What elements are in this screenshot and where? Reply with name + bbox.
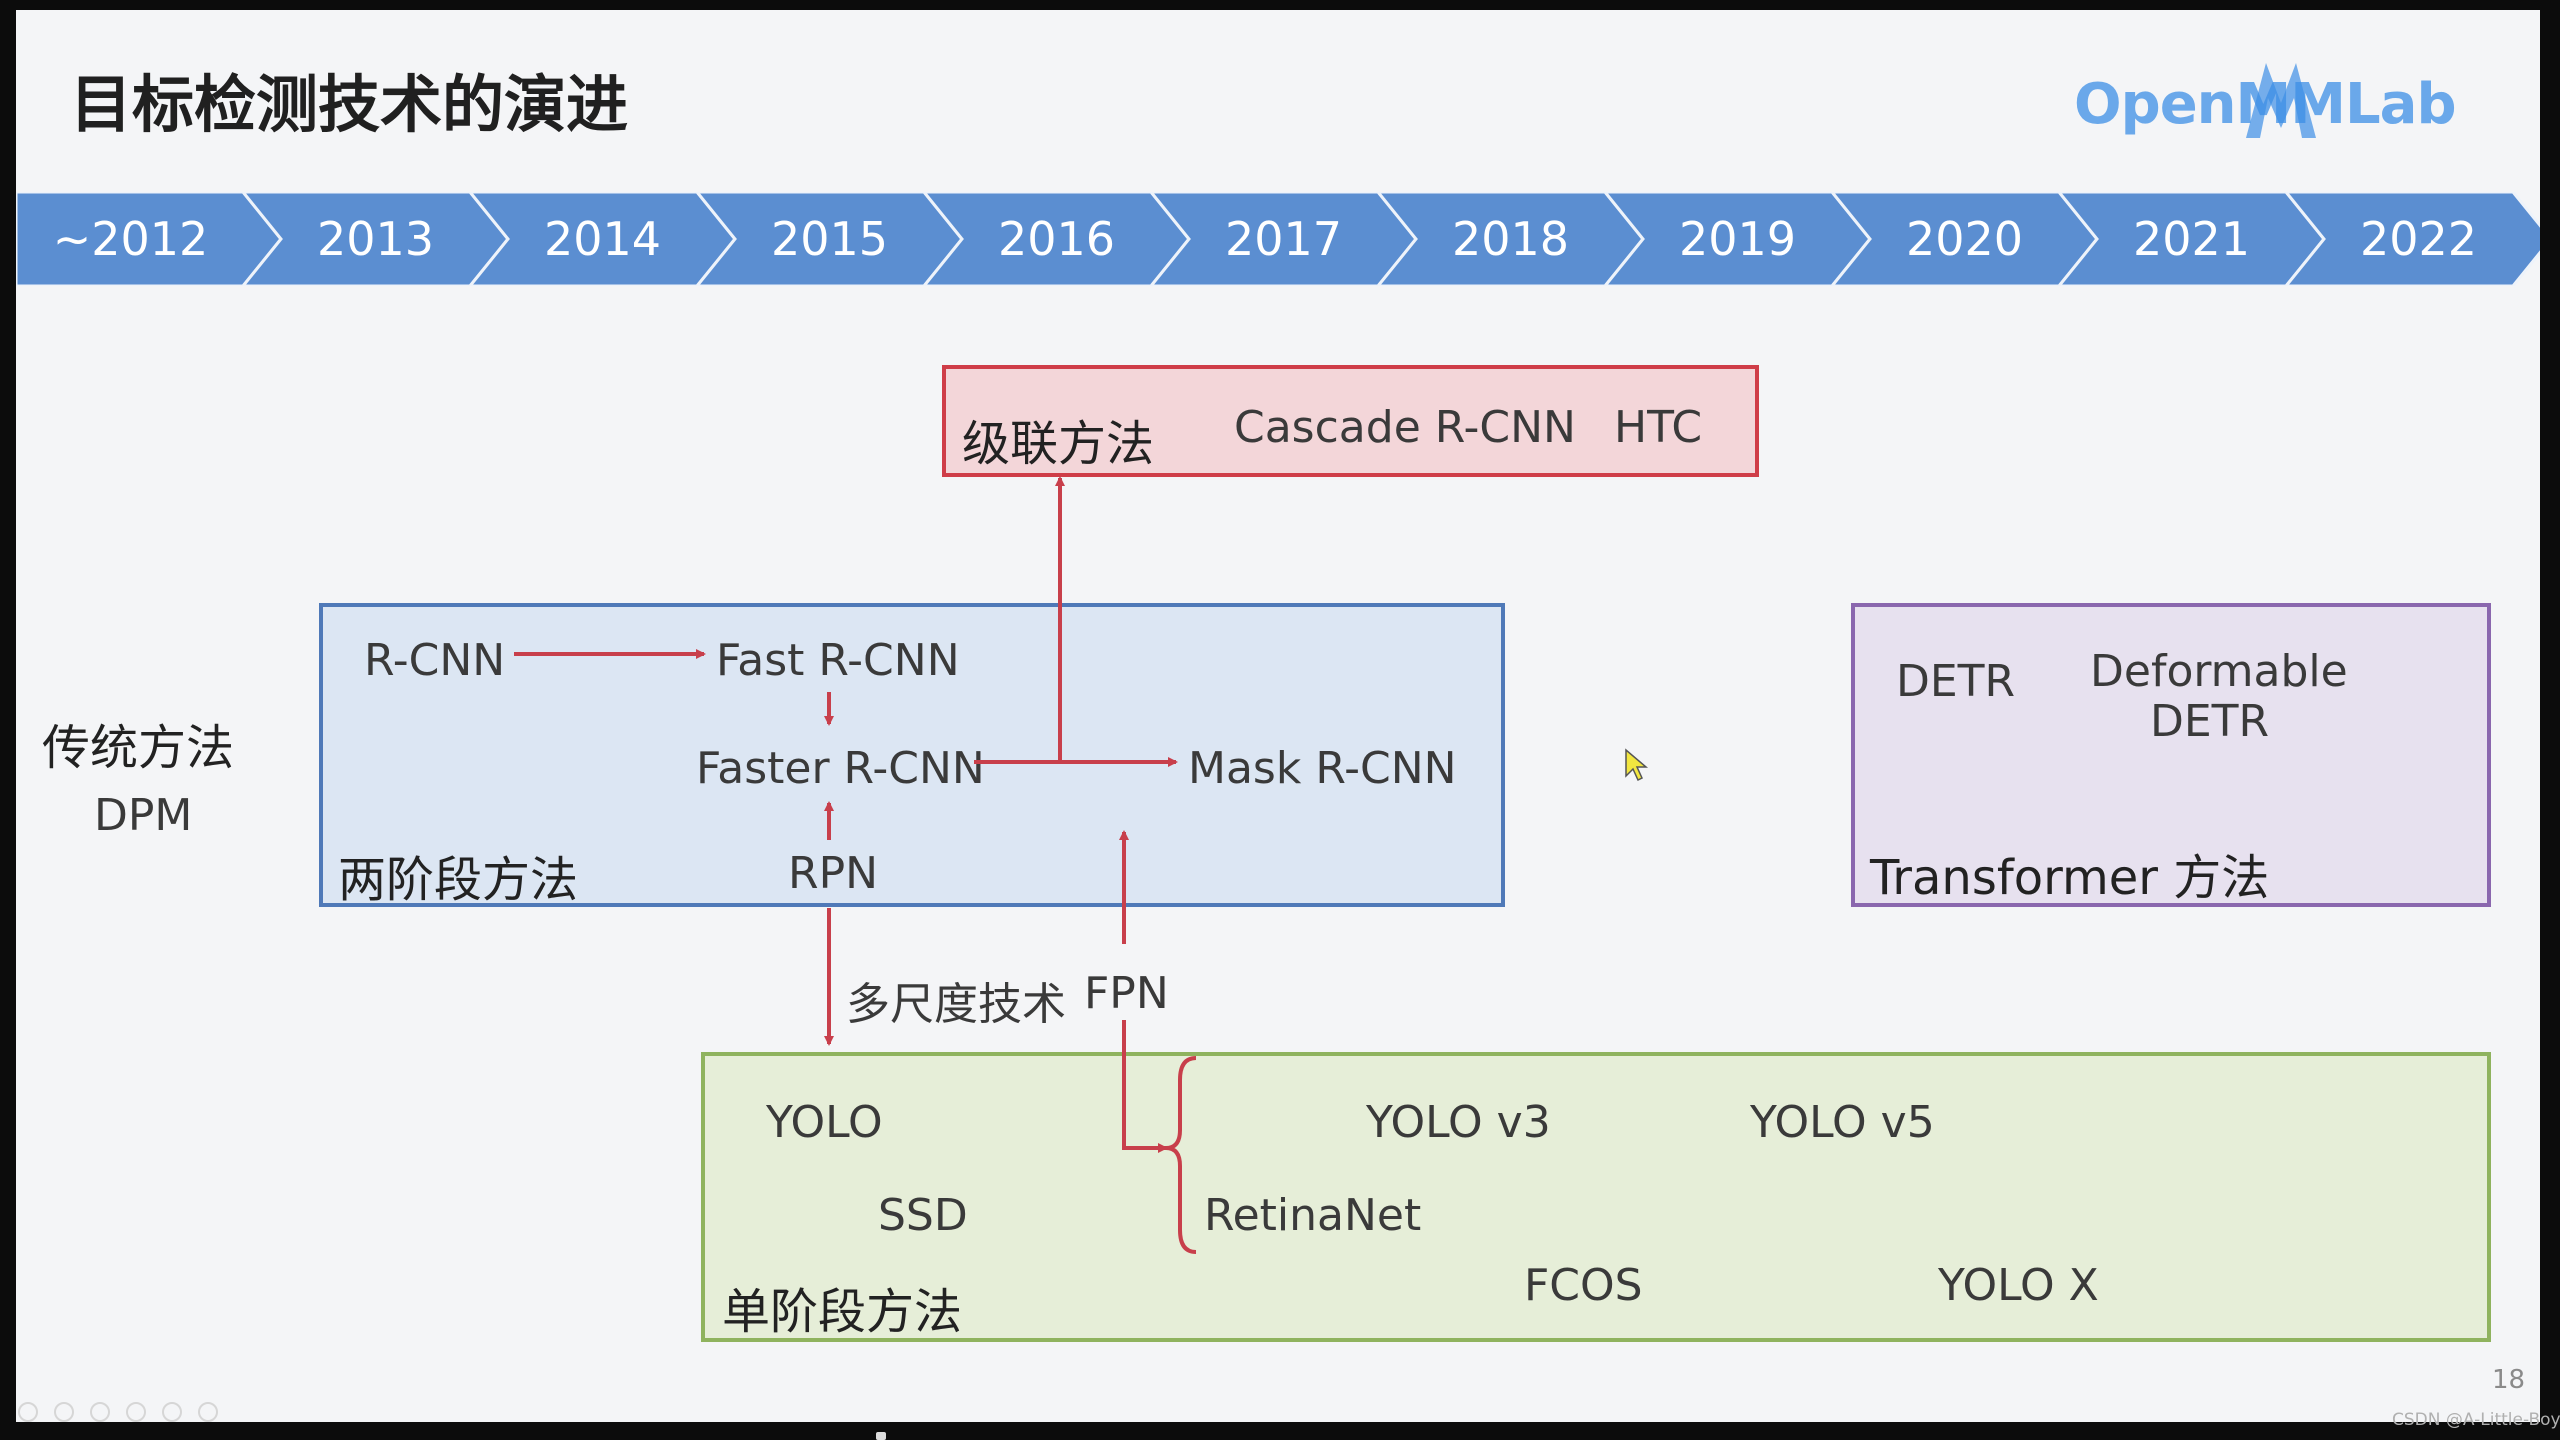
timeline-chevron: [695, 192, 964, 286]
timeline-year: 2018: [1452, 212, 1569, 266]
method-fcos: FCOS: [1524, 1260, 1643, 1311]
page-number: 18: [2492, 1365, 2526, 1395]
method-yolo-x: YOLO X: [1938, 1260, 2099, 1311]
timeline-year: 2013: [317, 212, 434, 266]
transformer-methods-box: [1851, 603, 2491, 907]
one-stage-methods-box: [701, 1052, 2491, 1342]
method-retinanet: RetinaNet: [1204, 1190, 1422, 1241]
timeline-year: 2016: [998, 212, 1115, 266]
method-htc: HTC: [1614, 402, 1703, 453]
timeline-year: 2014: [544, 212, 661, 266]
cascade-methods-box: [942, 365, 1759, 477]
timeline-chevron: [1603, 192, 1872, 286]
transformer-methods-label: Transformer 方法: [1870, 850, 2270, 906]
timeline-chevron: [241, 192, 510, 286]
timeline-chevron: [1149, 192, 1418, 286]
method-deformable-detr-line1: Deformable: [2090, 646, 2348, 697]
slide: 目标检测技术的演进 OpenMMLab ~2012 2013 2014 2015 201…: [16, 10, 2540, 1422]
method-fast-rcnn: Fast R-CNN: [716, 635, 960, 686]
timeline-year: 2020: [1906, 212, 2023, 266]
timeline-chevron: [2057, 192, 2326, 286]
timeline-chevron: [2284, 192, 2540, 286]
method-ssd: SSD: [878, 1190, 968, 1241]
method-rpn: RPN: [788, 848, 879, 899]
progress-indicator[interactable]: [876, 1432, 886, 1440]
presentation-toolbar[interactable]: [16, 1400, 256, 1422]
method-yolo-v3: YOLO v3: [1366, 1097, 1551, 1148]
timeline-year: ~2012: [53, 212, 209, 266]
multiscale-technique-label: 多尺度技术: [846, 979, 1066, 1030]
method-faster-rcnn: Faster R-CNN: [696, 743, 985, 794]
method-mask-rcnn: Mask R-CNN: [1188, 743, 1457, 794]
timeline-chevron: [468, 192, 737, 286]
method-detr: DETR: [1896, 656, 2016, 707]
method-yolo: YOLO: [766, 1097, 883, 1148]
timeline-year: 2022: [2360, 212, 2477, 266]
traditional-methods-label: 传统方法: [42, 720, 235, 776]
method-dpm: DPM: [94, 790, 193, 841]
slide-title: 目标检测技术的演进: [70, 68, 629, 141]
logo-mark-icon: [2246, 63, 2316, 138]
timeline-year: 2017: [1225, 212, 1342, 266]
method-fpn: FPN: [1084, 968, 1169, 1019]
one-stage-methods-label: 单阶段方法: [722, 1284, 963, 1340]
timeline-year: 2019: [1679, 212, 1796, 266]
method-cascade-rcnn: Cascade R-CNN: [1234, 402, 1576, 453]
method-rcnn: R-CNN: [364, 635, 506, 686]
mouse-cursor-icon: [1625, 748, 1649, 782]
csdn-watermark: CSDN @A-Little-Boy: [2392, 1410, 2560, 1430]
connector-arrows: [514, 476, 1197, 1254]
method-yolo-v5: YOLO v5: [1750, 1097, 1935, 1148]
arrow-fpn-to-retinanet: [1122, 1020, 1168, 1153]
two-stage-methods-label: 两阶段方法: [338, 852, 579, 908]
cascade-methods-label: 级联方法: [962, 416, 1155, 472]
timeline-chevron: [1830, 192, 2099, 286]
timeline-chevron: [922, 192, 1191, 286]
timeline-year: 2015: [771, 212, 888, 266]
timeline-chevron: [1376, 192, 1645, 286]
one-stage-brace: [1165, 1056, 1197, 1254]
method-deformable-detr-line2: DETR: [2150, 696, 2270, 747]
timeline: ~2012 2013 2014 2015 2016 2017 2018 2019 2020 202…: [16, 192, 2540, 286]
brand-logo: OpenMMLab: [2074, 72, 2457, 137]
timeline-year: 2021: [2133, 212, 2250, 266]
